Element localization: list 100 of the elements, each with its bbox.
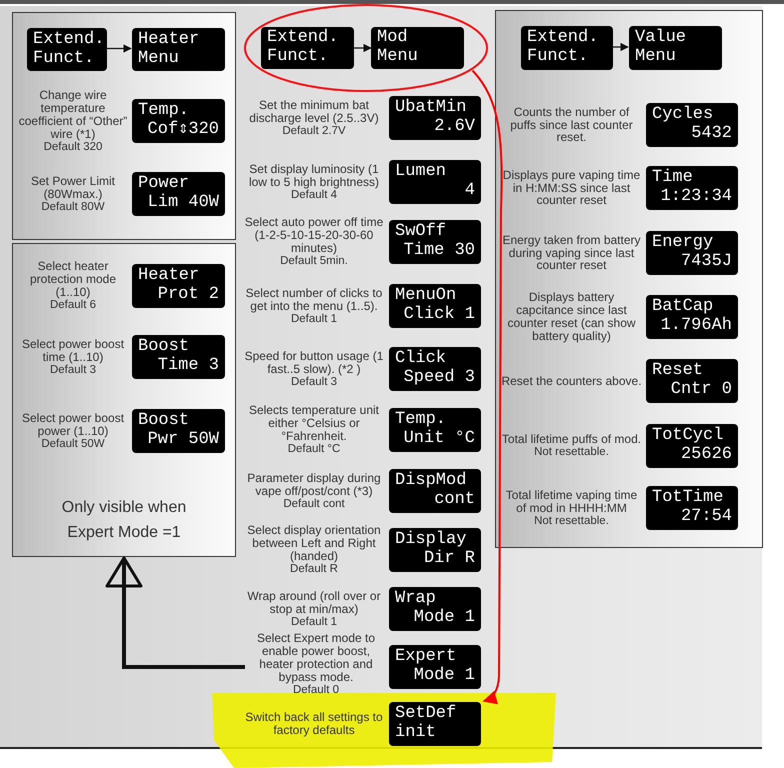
display-line: MenuOn xyxy=(395,287,456,306)
display-line: Extend. xyxy=(267,29,338,48)
arrow xyxy=(612,42,629,52)
lcd-display xyxy=(389,347,481,391)
lcd-display xyxy=(389,645,481,689)
display-line: BatCap xyxy=(652,298,714,316)
setting-description: Parameter display during vape off/post/cont (*3) xyxy=(246,472,382,498)
lcd-display xyxy=(389,408,481,452)
setting-description: Default 0 xyxy=(292,684,340,696)
setting-description: Change wire temperature coefficient of “Other” wire (*1) xyxy=(18,88,128,141)
lcd-display xyxy=(132,335,225,379)
setting-description: Displays pure vaping time in H:MM:SS since last counter reset xyxy=(502,168,642,208)
arrow xyxy=(472,70,503,704)
setting-description: Default 3 xyxy=(50,364,96,376)
setting-description: Default 1 xyxy=(290,616,338,628)
display-line: TotTime xyxy=(652,489,724,508)
display-line: Funct. xyxy=(267,48,328,67)
arrow xyxy=(354,44,372,52)
setting-description: Total lifetime vaping time of mod in HHHH:MM xyxy=(504,488,638,515)
setting-description: Energy taken from battery during vaping since last counter reset xyxy=(501,234,642,272)
arrow xyxy=(106,44,132,53)
display-line: Wrap xyxy=(395,590,436,608)
display-line: 7435J xyxy=(680,253,732,272)
display-line: Extend. xyxy=(527,29,598,48)
setting-description: Default 2.7V xyxy=(282,124,346,138)
lcd-display xyxy=(646,359,738,403)
display-line: 27:54 xyxy=(680,508,732,527)
setting-description: Default R xyxy=(290,563,338,576)
display-line: 1:23:34 xyxy=(660,188,732,207)
display-line: TotCycl xyxy=(652,427,724,446)
lcd-display xyxy=(389,220,481,264)
setting-description: Counts the number of puffs since last counter reset. xyxy=(509,106,634,144)
display-line: Time 30 xyxy=(404,242,475,261)
lcd-display xyxy=(389,587,481,631)
setting-description: Selects temperature unit either °Celsius or °Fahrenheit. xyxy=(248,404,380,444)
setting-description: Default 320 xyxy=(44,140,102,154)
display-line: Mod xyxy=(377,29,408,48)
lcd-display xyxy=(27,28,107,71)
menu-panel xyxy=(12,243,236,557)
display-line: UbatMin xyxy=(395,99,466,118)
display-line: Funct. xyxy=(527,48,588,67)
lcd-display xyxy=(132,99,225,143)
lcd-display xyxy=(389,528,481,572)
lcd-display xyxy=(132,409,225,453)
lcd-display xyxy=(389,160,481,204)
display-line: Heater xyxy=(138,30,200,50)
lcd-display xyxy=(646,103,738,147)
display-line: 4 xyxy=(464,182,475,201)
setting-description: Set Power Limit (80Wmax.) xyxy=(30,174,116,201)
display-line: Cycles xyxy=(652,106,714,125)
lcd-display xyxy=(132,264,225,308)
display-line: Unit °C xyxy=(404,430,475,449)
display-line: Value xyxy=(635,29,686,48)
display-line: Reset xyxy=(652,362,704,381)
setting-description: Select power boost time (1..10) xyxy=(20,338,126,364)
lcd-display xyxy=(646,166,738,210)
setting-description: Not resettable. xyxy=(534,446,609,459)
display-line: Pwr 50W xyxy=(148,431,219,450)
lcd-display xyxy=(646,295,738,339)
lcd-display xyxy=(646,231,738,275)
display-line: Boost xyxy=(138,338,190,356)
setting-description: Default °C xyxy=(288,443,340,456)
display-line: Menu xyxy=(635,48,676,67)
display-line: Temp. xyxy=(395,411,446,430)
setting-description: Wrap around (roll over or stop at min/max) xyxy=(246,590,382,616)
display-line: DispMod xyxy=(395,472,466,491)
display-line: Mode 1 xyxy=(414,667,475,686)
setting-description: Select heater protection mode (1..10) xyxy=(28,260,118,300)
panel-note: Only visible when Expert Mode =1 xyxy=(60,498,188,544)
lcd-display xyxy=(629,26,722,70)
lcd-display xyxy=(261,27,354,69)
display-line: Dir R xyxy=(424,550,475,569)
display-line: Lim 40W xyxy=(148,194,219,213)
setting-description: Select power boost power (1..10) xyxy=(20,412,126,438)
setting-description: Displays battery capcitance since last counter reset (can show battery quality) xyxy=(506,291,637,343)
display-line: Click 1 xyxy=(404,306,475,325)
setting-description: Select display orientation between Left and Right (handed) xyxy=(246,524,382,564)
display-line: Expert xyxy=(395,648,456,666)
lcd-display xyxy=(521,26,613,70)
setting-description: Speed for button usage (1 fast..5 slow). (*2 ) xyxy=(244,350,384,376)
setting-description: Default cont xyxy=(283,498,345,510)
display-line: Menu xyxy=(138,50,179,68)
lcd-display xyxy=(132,172,225,216)
display-line: 25626 xyxy=(680,446,732,465)
display-line: 2.6V xyxy=(434,118,475,137)
display-line: Temp. xyxy=(138,102,190,120)
display-line: SwOff xyxy=(395,223,446,242)
display-line: cont xyxy=(434,491,475,510)
display-line: Click xyxy=(395,350,446,368)
setting-description: Set the minimum bat discharge level (2.5..3V) xyxy=(248,98,380,125)
setting-description: Not resettable. xyxy=(534,514,609,528)
setting-description: Switch back all settings to factory defaults xyxy=(244,711,384,737)
lcd-display xyxy=(132,28,225,71)
display-line: Time xyxy=(652,169,693,188)
display-line: Funct. xyxy=(33,50,94,68)
lcd-display xyxy=(389,469,481,513)
setting-description: Select number of clicks to get into the menu (1..5). xyxy=(244,286,384,313)
display-line: Boost xyxy=(138,412,190,431)
display-line: init xyxy=(395,724,436,743)
display-line: Extend. xyxy=(33,30,104,50)
